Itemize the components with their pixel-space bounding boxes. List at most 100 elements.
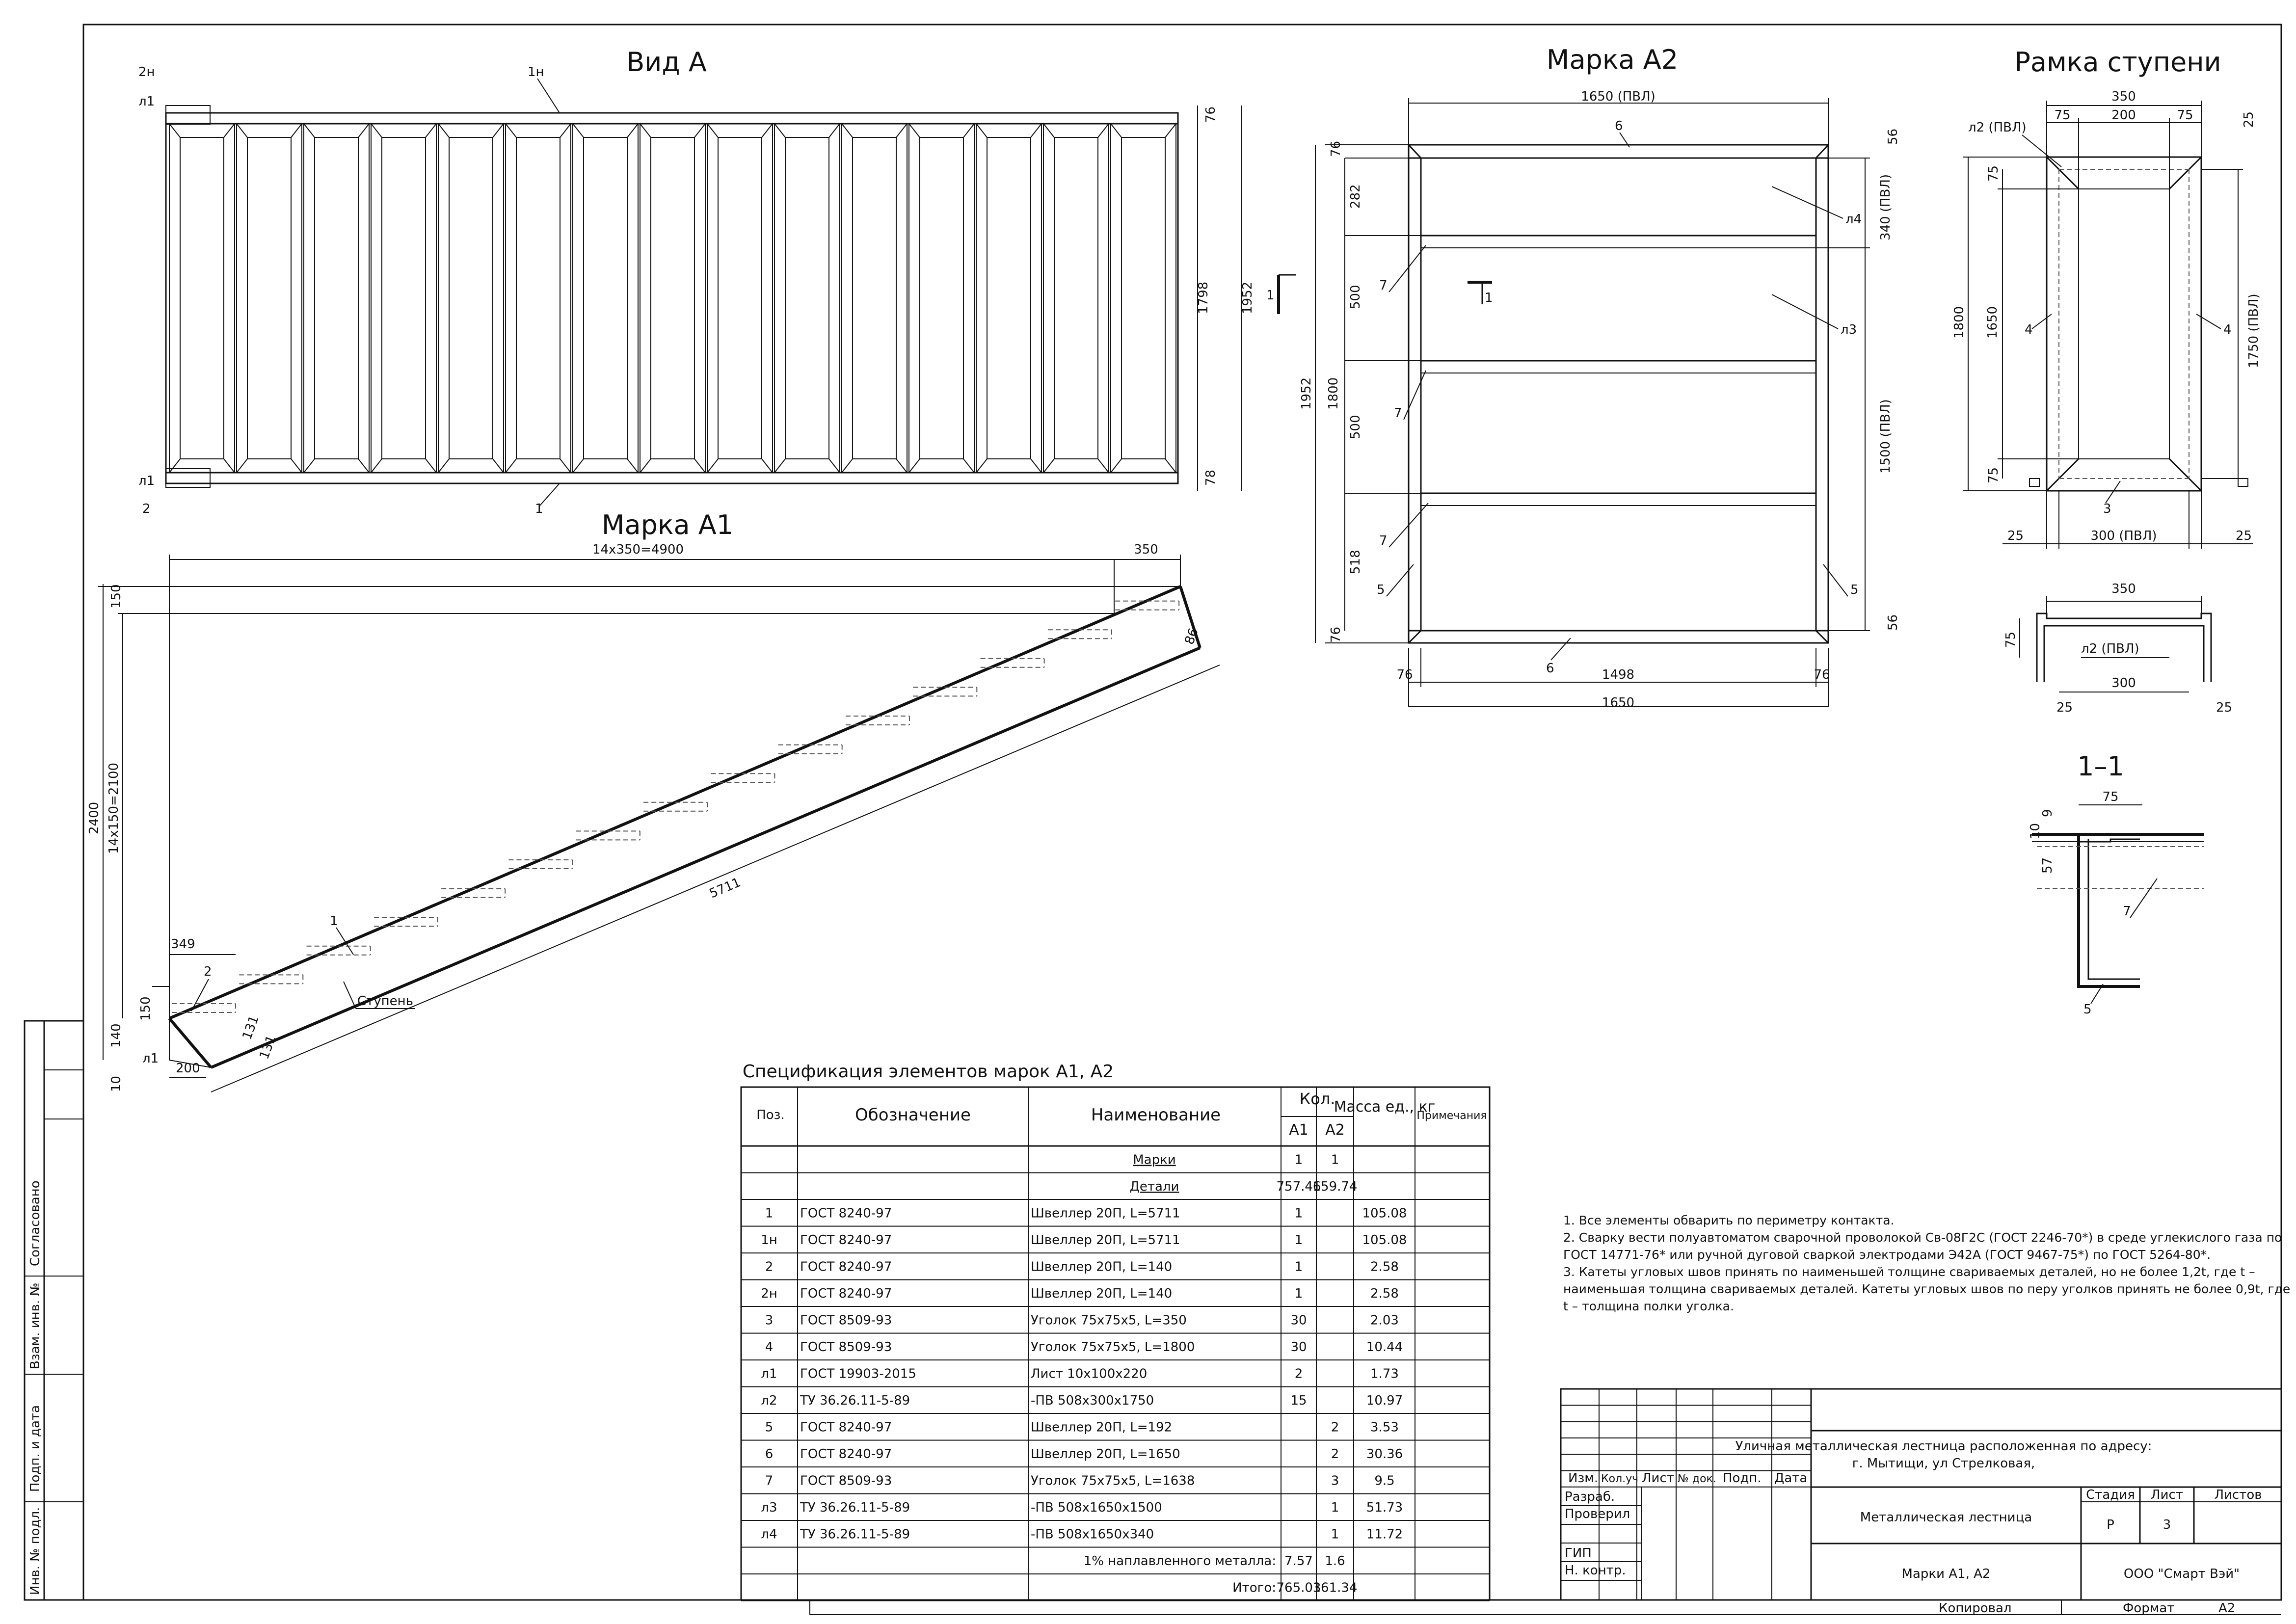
vida-step-frame xyxy=(908,123,975,473)
tb-col-kol: Кол.уч xyxy=(1601,1473,1638,1485)
a1-dim-349: 349 xyxy=(171,937,195,952)
spec-cell-pos: 7 xyxy=(765,1474,774,1489)
spec-h-a1: А1 xyxy=(1289,1121,1308,1139)
spec-cell-mass: 105.08 xyxy=(1362,1233,1407,1248)
side-stamp-replace: Взам. инв. № xyxy=(28,1282,43,1369)
note-line-5: наименьшая толщина свариваемых деталей. … xyxy=(1563,1282,2290,1296)
spec-cell-a1: 1 xyxy=(1295,1233,1303,1248)
spec-cell-name: -ПВ 508х1650х1500 xyxy=(1031,1500,1162,1515)
spec-cell-des: ГОСТ 8509-93 xyxy=(800,1340,892,1355)
ramka-sec-dim-75: 75 xyxy=(2003,632,2018,648)
view-marka-a2-title: Марка А2 xyxy=(1547,44,1678,75)
spec-cell-name: -ПВ 508х300х1750 xyxy=(1031,1393,1154,1408)
vida-label-1: 1 xyxy=(535,502,543,516)
vida-step-frame xyxy=(303,123,370,473)
vida-section-mark: 1 xyxy=(1266,288,1275,303)
title-block: Уличная металлическая лестница расположе… xyxy=(1560,1388,2282,1616)
note-line-2: 2. Сварку вести полуавтоматом сварочной … xyxy=(1563,1230,2282,1245)
view-ramka: Рамка ступени 350 75 200 75 25 75 75 180… xyxy=(1952,47,2261,549)
side-stamp-agreed: Согласовано xyxy=(28,1180,43,1266)
ramka-dim-1650: 1650 xyxy=(1985,306,2000,339)
spec-h-qty: Кол. xyxy=(1300,1090,1335,1108)
spec-cell-a1: 15 xyxy=(1290,1393,1307,1408)
spec-cell-name: Уголок 75х75х5, L=350 xyxy=(1031,1313,1187,1328)
vida-label-l1-top: л1 xyxy=(138,94,155,109)
spec-cell-mass: 9.5 xyxy=(1374,1474,1394,1489)
ramka-dim-1750: 1750 (ПВЛ) xyxy=(2246,293,2261,368)
spec-cell-name: Детали xyxy=(1130,1179,1179,1194)
a1-dim-200: 200 xyxy=(176,1061,200,1076)
spec-cell-a1: 30 xyxy=(1290,1313,1307,1328)
a1-step xyxy=(643,801,708,812)
section-1-1-title: 1–1 xyxy=(2077,751,2124,782)
ramka-dim-1800: 1800 xyxy=(1952,306,1967,339)
view-marka-a1-title: Марка А1 xyxy=(602,509,733,540)
spec-cell-pos: 3 xyxy=(765,1313,774,1328)
view-marka-a1: Марка А1 14х350=4900 350 150 2400 14х150… xyxy=(87,509,1220,1092)
vida-label-2: 2 xyxy=(142,502,151,516)
tb-role-norm: Н. контр. xyxy=(1565,1563,1626,1578)
a1-step xyxy=(711,773,775,783)
a1-step xyxy=(441,888,506,898)
spec-cell-pos: 4 xyxy=(765,1340,774,1355)
spec-h-name: Наименование xyxy=(1091,1105,1221,1125)
sec-dim-57: 57 xyxy=(2040,857,2055,874)
ramka-label-4-right: 4 xyxy=(2223,322,2232,337)
view-ramka-title: Рамка ступени xyxy=(2014,47,2221,78)
a2-label-5-left: 5 xyxy=(1377,583,1385,597)
ramka-sec-dim-25-left: 25 xyxy=(2056,700,2073,715)
a2-dim-width-top: 1650 (ПВЛ) xyxy=(1581,89,1655,104)
ramka-dim-75-top: 75 xyxy=(1986,165,2001,182)
a1-dim-2400: 2400 xyxy=(87,802,102,834)
sec-dim-9: 9 xyxy=(2040,809,2055,817)
notes: 1. Все элементы обварить по периметру ко… xyxy=(1563,1213,2290,1313)
a1-step xyxy=(913,687,978,697)
vida-step-frame xyxy=(438,123,504,473)
tb-role-check: Проверил xyxy=(1565,1507,1630,1521)
sec-label-5: 5 xyxy=(2083,1002,2092,1017)
spec-h-pos: Поз. xyxy=(756,1108,785,1122)
spec-cell-mass: 51.73 xyxy=(1366,1500,1403,1515)
spec-cell-name: Швеллер 20П, L=5711 xyxy=(1031,1233,1180,1248)
note-line-6: t – толщина полки уголка. xyxy=(1563,1299,1734,1313)
a2-dim-500-a: 500 xyxy=(1348,285,1363,309)
a2-label-6-bottom: 6 xyxy=(1546,661,1554,676)
spec-total_row-a1: 765.03 xyxy=(1277,1581,1321,1596)
tb-project-2: г. Мытищи, ул Стрелковая, xyxy=(1852,1456,2035,1471)
spec-cell-name: Швеллер 20П, L=5711 xyxy=(1031,1206,1180,1221)
sec-dim-10: 10 xyxy=(2028,823,2043,839)
a1-label-1: 1 xyxy=(330,914,338,929)
spec-cell-pos: 2н xyxy=(761,1286,777,1301)
spec-cell-a1: 30 xyxy=(1290,1340,1307,1355)
a2-dim-500-b: 500 xyxy=(1348,415,1363,439)
spec-h-a2: А2 xyxy=(1325,1121,1345,1139)
ramka-dim-25-left: 25 xyxy=(2007,529,2024,543)
spec-cell-des: ТУ 36.26.11-5-89 xyxy=(800,1500,910,1515)
spec-total_row-a2: 161.34 xyxy=(1313,1581,1358,1596)
side-stamp-inv: Инв. № подл. xyxy=(28,1507,43,1595)
ramka-dim-75-bottom: 75 xyxy=(1986,467,2001,483)
a1-step xyxy=(778,744,843,754)
sec-label-7: 7 xyxy=(2123,904,2131,919)
a2-dim-282: 282 xyxy=(1348,184,1363,209)
spec-cell-a2: 159.74 xyxy=(1313,1179,1358,1194)
spec-cell-mass: 10.97 xyxy=(1366,1393,1403,1408)
a1-step xyxy=(1047,629,1112,639)
vida-step-frame xyxy=(236,123,302,473)
spec-weld_row-a1: 7.57 xyxy=(1284,1554,1313,1569)
tb-role-gip: ГИП xyxy=(1565,1546,1592,1561)
a1-step xyxy=(576,830,641,841)
a1-step xyxy=(172,1003,236,1013)
vida-step-frame xyxy=(976,123,1042,473)
spec-cell-a2: 1 xyxy=(1331,1500,1339,1515)
vida-step-frame xyxy=(572,123,639,473)
spec-cell-des: ТУ 36.26.11-5-89 xyxy=(800,1527,910,1542)
tb-col-date: Дата xyxy=(1774,1471,1807,1486)
a1-dim-5711: 5711 xyxy=(707,875,743,901)
